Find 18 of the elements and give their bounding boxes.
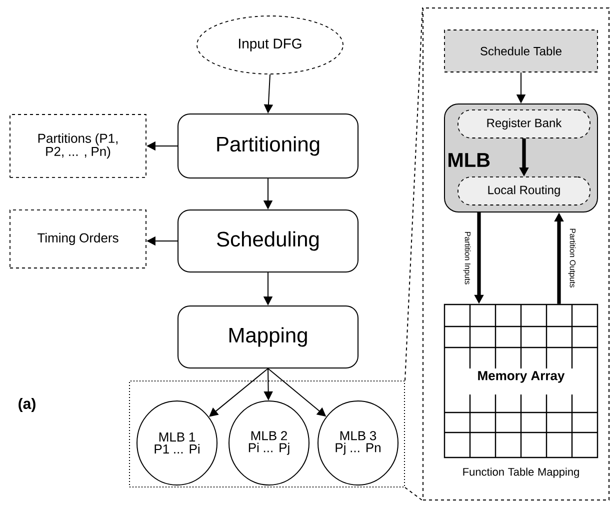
output-box: Partitions (P1, P2, ... , Pn) [10,114,146,178]
zoom-line [404,7,423,381]
edge-label: Partition Outputs [567,227,577,289]
edge-label: Partition Inputs [462,230,472,286]
ellipse-node: Input DFG [196,16,344,74]
register-pill: Register Bank [458,110,590,138]
memory-array-grid: Memory Array [444,304,598,458]
node-label: Function Table Mapping [463,468,579,478]
zoom-line [404,486,423,501]
group-box [129,380,405,488]
panel-label: (a) [18,398,36,412]
output-box: Timing Orders [10,210,146,268]
process-box: Scheduling [178,209,358,272]
detail-panel [422,8,610,500]
process-box: Partitioning [178,113,358,178]
table-box: Schedule Table [444,30,598,72]
routing-pill: Local Routing [458,176,590,206]
process-box: Mapping [178,305,358,368]
